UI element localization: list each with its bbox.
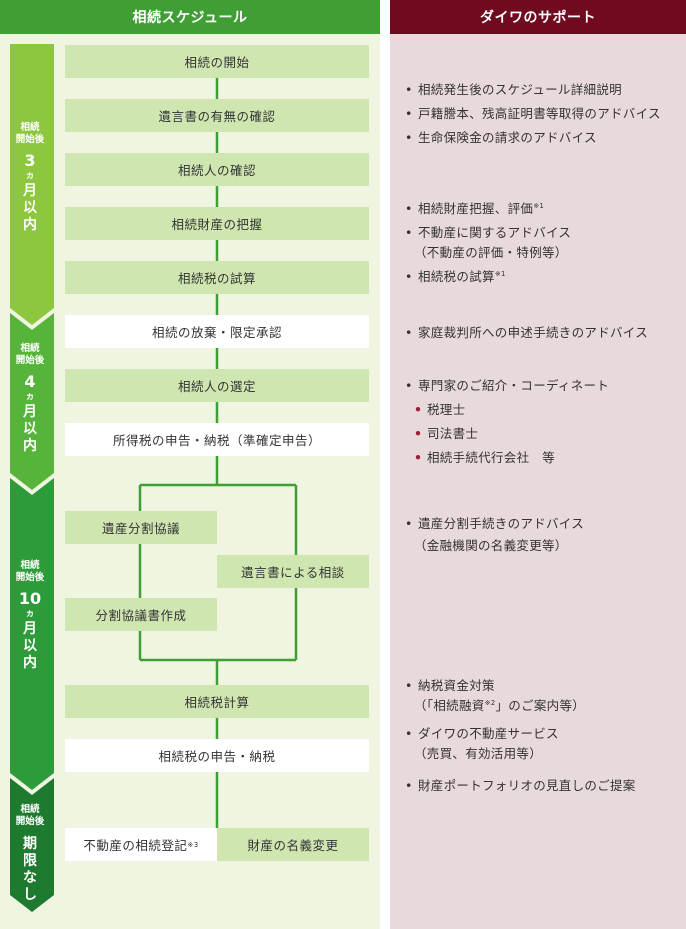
phase-arrow-10-months [10,478,54,790]
step-inheritance-start: 相続の開始 [65,45,369,78]
phase-prefix: 相続 開始後 [15,122,45,145]
step-division-talk: 遺産分割協議 [65,511,217,544]
phase-rest: 月 以 内 [23,404,37,454]
phase-rest: 月 以 内 [23,183,37,233]
phase-ka: ヵ [25,609,35,619]
step-tax-filing: 相続税の申告・納税 [65,739,369,772]
phase-label-10-months: 相続 開始後 10 ヵ 月 以 内 [8,560,52,672]
phase-prefix: 相続 開始後 [15,343,45,366]
phase-arrow-3-months [10,44,54,325]
support-item-continuation: （「相続融資※2」のご案内等） [414,698,586,713]
step-heir-check: 相続人の確認 [65,153,369,186]
step-asset-grasp: 相続財産の把握 [65,207,369,240]
step-division-doc: 分割協議書作成 [65,598,217,631]
step-asset-name-change: 財産の名義変更 [217,828,369,861]
schedule-header: 相続スケジュール [0,0,380,34]
phase-number: 3 [24,151,36,170]
step-will-check: 遺言書の有無の確認 [65,99,369,132]
support-panel [390,34,686,929]
step-heir-select: 相続人の選定 [65,369,369,402]
phase-label-3-months: 相続 開始後 3 ヵ 月 以 内 [8,122,52,234]
phase-prefix: 相続 開始後 [15,804,45,827]
step-tax-calc: 相続税計算 [65,685,369,718]
phase-rest: 月 以 内 [23,621,37,671]
phase-ka: ヵ [25,171,35,181]
support-header: ダイワのサポート [390,0,686,34]
step-income-tax: 所得税の申告・納税（準確定申告） [65,423,369,456]
phase-prefix: 相続 開始後 [15,560,45,583]
phase-arrow-no-limit [10,778,54,912]
phase-ka: ヵ [25,392,35,402]
support-item-continuation: （不動産の評価・特例等） [414,245,568,260]
step-real-estate-registration: 不動産の相続登記※3 [65,828,217,861]
support-item-continuation: （売買、有効活用等） [414,746,543,761]
phase-arrow-4-months [10,313,54,490]
phase-rest: 期 限 な し [23,836,37,903]
phase-label-4-months: 相続 開始後 4 ヵ 月 以 内 [8,343,52,455]
phase-label-no-limit: 相続 開始後 期 限 な し [8,804,52,904]
support-item-continuation: （金融機関の名義変更等） [414,538,568,553]
phase-number: 4 [24,372,36,391]
phase-number: 10 [18,589,42,608]
step-tax-trial: 相続税の試算 [65,261,369,294]
step-will-based: 遺言書による相談 [217,555,369,588]
step-renounce: 相続の放棄・限定承認 [65,315,369,348]
